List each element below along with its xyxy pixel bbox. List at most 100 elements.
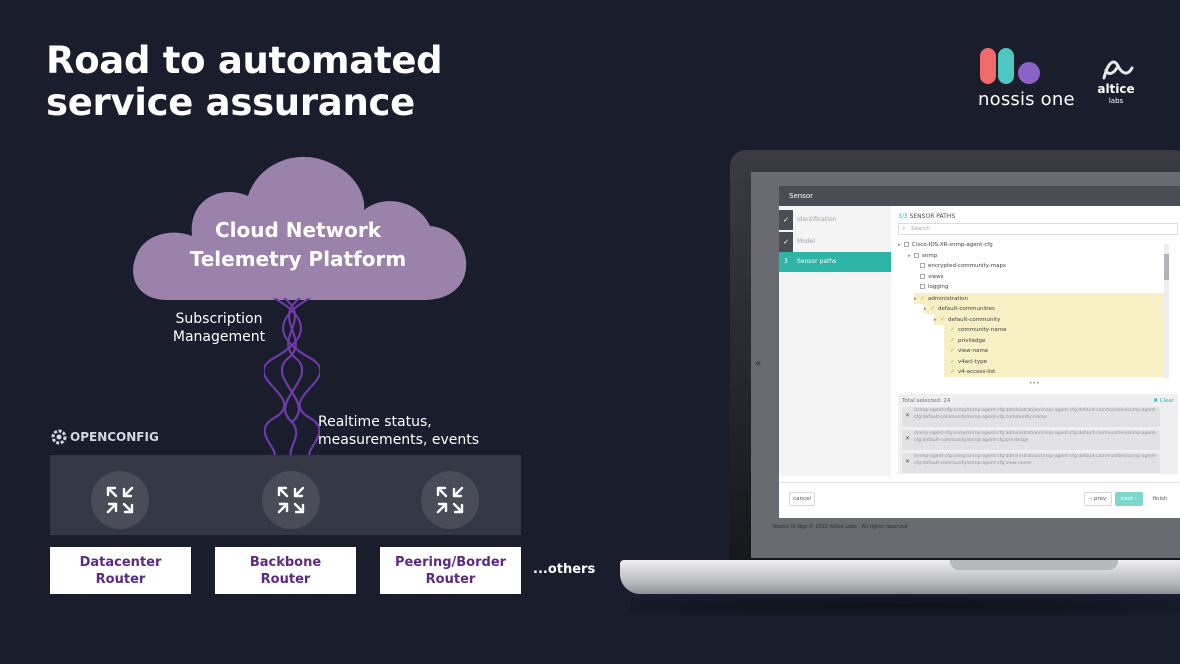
realtime-line-1: Realtime status, (318, 414, 432, 430)
router-label-peering-border: Peering/Border Router (380, 547, 521, 594)
step-sensor-paths[interactable]: 3 Sensor paths (779, 252, 891, 272)
step-label: Identification (797, 216, 837, 223)
checked-checkbox-icon[interactable]: ✓ (930, 305, 936, 312)
next-button[interactable]: next › (1115, 492, 1143, 506)
selected-path-item: ✕ /snmp-agent-cfg:snmp/snmp-agent-cfg:ad… (902, 430, 1160, 450)
clear-label: Clear (1159, 398, 1174, 404)
tree-node[interactable]: views (914, 272, 1164, 283)
wizard-steps: ✓ Identification ✓ Model 3 Sensor paths (779, 206, 891, 476)
section-counter: 3/3 (898, 213, 908, 220)
laptop-notch (950, 560, 1118, 570)
openconfig-logo: OPENCONFIG (50, 427, 159, 447)
check-icon: ✓ (779, 210, 793, 230)
tree-node-label: encrypted-community-maps (928, 263, 1006, 269)
tree-node-label: snmp (922, 252, 938, 259)
checked-checkbox-icon[interactable]: ✓ (950, 326, 956, 333)
slide-title: Road to automated service assurance (46, 39, 443, 124)
collapse-chevron-icon[interactable]: « (755, 358, 762, 369)
section-title: SENSOR PATHS (909, 213, 956, 220)
router-band (50, 455, 521, 535)
expand-icon[interactable]: ▸ (914, 295, 917, 302)
cloud-shape (133, 156, 467, 300)
search-input[interactable]: ⌕ Search (898, 223, 1178, 235)
tree-node[interactable]: ✓priviledge (944, 334, 1164, 346)
tree-node-label: priviledge (958, 337, 986, 344)
remove-icon[interactable]: ✕ (905, 435, 911, 442)
router-icon (262, 471, 320, 529)
expand-icon[interactable]: ▸ (934, 316, 937, 323)
tree-node[interactable]: ✓view-name (944, 345, 1164, 356)
checked-checkbox-icon[interactable]: ✓ (920, 294, 926, 302)
tree-node[interactable]: ▸ snmp (908, 251, 1164, 262)
clear-button[interactable]: ✖ Clear (1153, 398, 1174, 404)
tree-node-label: v4-access-list (958, 369, 996, 375)
selected-path-text: /snmp-agent-cfg:snmp/snmp-agent-cfg:admi… (914, 408, 1157, 420)
tree-node[interactable]: ▸✓administration (914, 292, 1164, 304)
checked-checkbox-icon[interactable]: ✓ (950, 347, 956, 354)
tree-node-label: views (928, 273, 944, 280)
slide-title-line-1: Road to automated (46, 39, 443, 82)
checked-checkbox-icon[interactable]: ✓ (950, 357, 956, 365)
nossis-one-logo: nossis one (978, 46, 1088, 112)
router-label-datacenter: Datacenter Router (50, 547, 191, 594)
step-identification[interactable]: ✓ Identification (779, 210, 891, 230)
tree-node[interactable]: ▸✓default-communities (924, 303, 1164, 314)
expand-icon[interactable]: ▸ (924, 306, 927, 312)
remove-icon[interactable]: ✕ (905, 458, 911, 465)
checked-checkbox-icon[interactable]: ✓ (940, 315, 946, 323)
tree-node-label: Cisco-IOS-XR-snmp-agent-cfg (912, 242, 993, 248)
altice-labs-wordmark: labs (1108, 97, 1124, 105)
checkbox-icon[interactable] (904, 242, 909, 247)
router-icon (421, 471, 479, 529)
altice-labs-logo: altice labs (1094, 54, 1138, 110)
openconfig-wordmark: OPENCONFIG (70, 430, 159, 444)
subscription-line-1: Subscription (175, 311, 263, 327)
checked-checkbox-icon[interactable]: ✓ (950, 336, 956, 344)
tree-node[interactable]: ▸ Cisco-IOS-XR-snmp-agent-cfg (898, 240, 1164, 251)
tree-node[interactable]: ✓v4-access-list (944, 366, 1164, 377)
tree-node[interactable]: logging (914, 282, 1164, 293)
tree-node-label: community-name (958, 327, 1007, 333)
realtime-line-2: measurements, events (318, 432, 480, 448)
checkbox-icon[interactable] (920, 284, 925, 289)
expand-icon[interactable]: ▸ (898, 242, 901, 248)
modal-footer: cancel ‹ prev next › finish (779, 482, 1180, 518)
laptop-screen: « Nossis UI Ngx © 2022 Altice Labs · All… (751, 172, 1180, 558)
cancel-button[interactable]: cancel (789, 492, 815, 506)
modal-header: Sensor × (779, 186, 1180, 206)
altice-logo-mark-icon (1102, 60, 1134, 80)
tree-node-label: logging (928, 284, 949, 290)
sensor-modal: Sensor × ✓ Identification ✓ Model 3 Sens… (779, 186, 1180, 518)
tree-node[interactable]: encrypted-community-maps (914, 261, 1164, 272)
modal-title: Sensor (789, 192, 813, 200)
checked-checkbox-icon[interactable]: ✓ (950, 368, 956, 375)
remove-icon[interactable]: ✕ (905, 412, 911, 419)
tree-node-label: default-community (948, 316, 1001, 323)
others-label: ...others (533, 562, 596, 577)
tree-node-label: v4acl-type (958, 358, 987, 365)
router-label-text: Datacenter Router (79, 554, 162, 587)
router-arrows-icon (436, 486, 464, 514)
checkbox-icon[interactable] (920, 263, 925, 268)
tree-node[interactable]: ✓community-name (944, 324, 1164, 335)
selected-path-item: ✕ /snmp-agent-cfg:snmp/snmp-agent-cfg:ad… (902, 407, 1160, 427)
sensor-paths-heading: 3/3 SENSOR PATHS (898, 213, 955, 220)
checkbox-icon[interactable] (920, 273, 925, 279)
finish-button[interactable]: finish (1147, 492, 1173, 506)
tree-scrollbar[interactable] (1164, 244, 1169, 378)
prev-button[interactable]: ‹ prev (1084, 492, 1112, 506)
tree-node[interactable]: ▸✓default-community (934, 313, 1164, 325)
expand-icon[interactable]: ▸ (908, 252, 911, 259)
laptop-mockup: « Nossis UI Ngx © 2022 Altice Labs · All… (620, 150, 1180, 630)
tree-node[interactable]: ✓v4acl-type (944, 355, 1164, 367)
selected-path-text: /snmp-agent-cfg:snmp/snmp-agent-cfg:admi… (914, 431, 1157, 443)
checkbox-icon[interactable] (914, 252, 919, 258)
step-label: Model (797, 238, 816, 245)
step-model[interactable]: ✓ Model (779, 232, 891, 252)
tree-node-label: default-communities (938, 306, 995, 312)
tree-node-label: view-name (958, 348, 989, 354)
search-placeholder: Search (911, 226, 930, 232)
openconfig-gear-icon (51, 429, 67, 445)
scrollbar-thumb[interactable] (1164, 254, 1169, 280)
more-dots: ••• (1029, 380, 1040, 387)
